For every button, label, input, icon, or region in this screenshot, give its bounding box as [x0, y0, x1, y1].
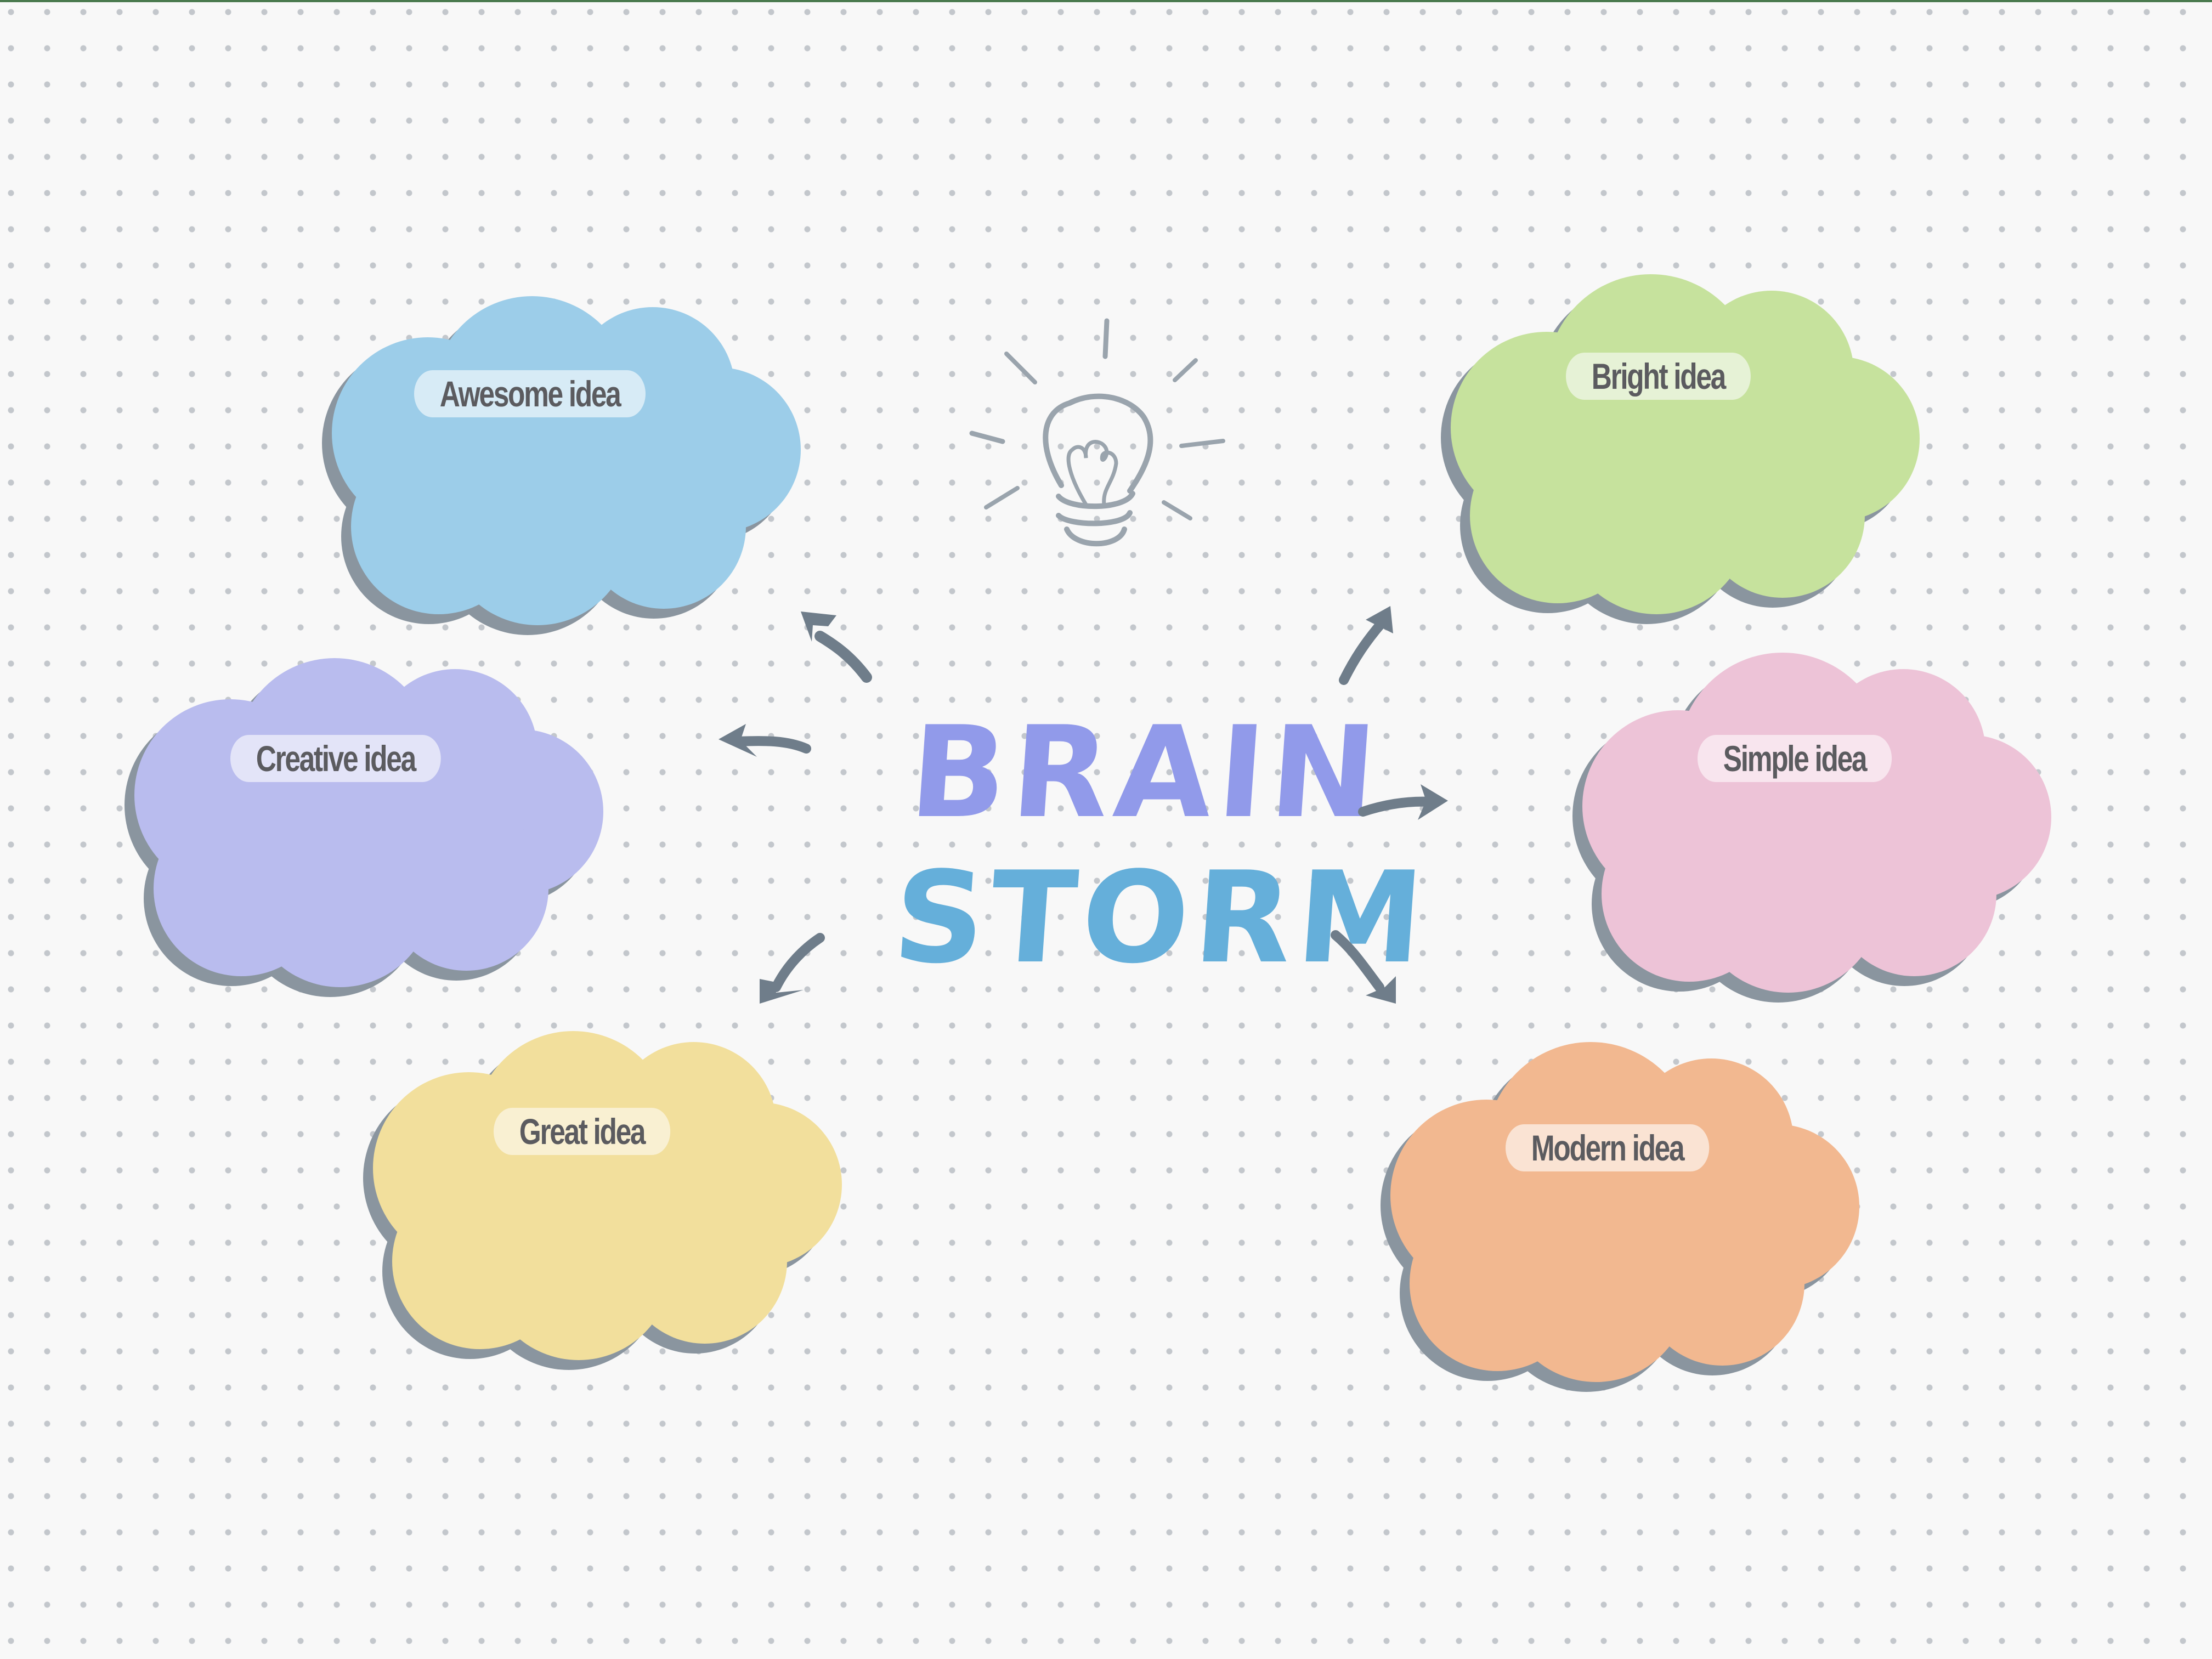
cloud-label: Modern idea — [1506, 1124, 1710, 1171]
lightbulb-icon — [969, 318, 1225, 547]
arrow-to-modern-idea — [1331, 930, 1396, 1004]
arrow-to-great-idea — [760, 933, 825, 1004]
title-line-brain: BRAIN — [905, 700, 1387, 846]
cloud-label: Creative idea — [230, 735, 441, 782]
top-border — [0, 0, 2212, 2]
arrow-to-awesome-idea — [801, 611, 872, 683]
cloud-label: Bright idea — [1566, 353, 1751, 400]
cloud-label: Awesome idea — [414, 370, 646, 417]
cloud-modern-idea[interactable]: Modern idea — [1360, 1042, 1865, 1393]
arrow-to-bright-idea — [1339, 606, 1393, 685]
cloud-shape — [322, 296, 801, 635]
cloud-awesome-idea[interactable]: Awesome idea — [302, 296, 806, 636]
cloud-shape — [1572, 653, 2051, 1003]
arrow-to-creative-idea — [719, 724, 811, 757]
cloud-creative-idea[interactable]: Creative idea — [104, 658, 609, 998]
cloud-great-idea[interactable]: Great idea — [343, 1031, 847, 1371]
cloud-bright-idea[interactable]: Bright idea — [1421, 274, 1925, 625]
cloud-shape — [1381, 1042, 1859, 1392]
cloud-simple-idea[interactable]: Simple idea — [1552, 653, 2057, 1004]
cloud-shape — [1441, 274, 1920, 624]
arrow-to-simple-idea — [1358, 784, 1448, 820]
cloud-label: Simple idea — [1698, 735, 1892, 782]
cloud-shape — [125, 658, 603, 997]
cloud-label: Great idea — [494, 1108, 671, 1155]
cloud-shape — [363, 1031, 842, 1370]
